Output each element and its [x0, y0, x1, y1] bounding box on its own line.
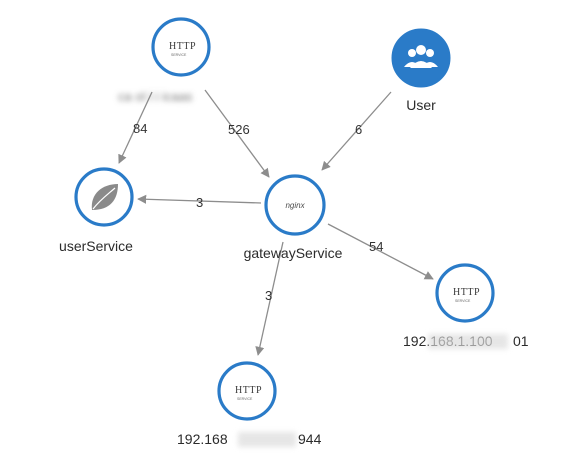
- users-group-icon: [404, 45, 438, 68]
- svg-text:SERVICE: SERVICE: [237, 397, 253, 401]
- svg-text:HTTP: HTTP: [169, 41, 196, 52]
- svg-text:HTTP: HTTP: [235, 385, 262, 396]
- nginx-logo-icon: nginx: [285, 201, 305, 210]
- node-bottom-http-service[interactable]: HTTP SERVICE 192.168 944: [177, 361, 322, 447]
- node-gateway-service[interactable]: nginx gatewayService: [244, 174, 343, 261]
- edge-user-to-gateway[interactable]: 6: [321, 91, 392, 171]
- node-right-http-service[interactable]: HTTP SERVICE 192.168.1.100 01: [403, 263, 529, 349]
- redaction-blur: [428, 334, 508, 349]
- node-label-user: User: [406, 97, 436, 113]
- edge-gateway-to-right[interactable]: 54: [327, 223, 434, 280]
- http-service-icon: HTTP SERVICE: [169, 41, 196, 57]
- node-label-right-ip-tail: 01: [513, 333, 529, 349]
- svg-text:HTTP: HTTP: [453, 287, 480, 298]
- node-label-bottom-ip-tail: 944: [298, 431, 322, 447]
- http-service-icon: HTTP SERVICE: [453, 287, 480, 303]
- edge-label-3-left: 3: [196, 195, 203, 210]
- node-label-userservice: userService: [59, 238, 133, 254]
- edge-label-54: 54: [369, 239, 383, 254]
- node-label-gatewayservice: gatewayService: [244, 245, 343, 261]
- edge-label-84: 84: [133, 121, 147, 136]
- node-user[interactable]: User: [391, 28, 451, 113]
- edge-gateway-to-userservice[interactable]: 3: [137, 194, 262, 210]
- edge-label-526: 526: [228, 122, 250, 137]
- svg-text:SERVICE: SERVICE: [171, 53, 187, 57]
- node-top-http-service[interactable]: HTTP SERVICE ca ol i i icaas: [118, 17, 211, 104]
- svg-text:SERVICE: SERVICE: [455, 299, 471, 303]
- leaf-icon: [91, 184, 118, 210]
- edge-top-to-userservice[interactable]: 84: [118, 91, 153, 164]
- node-label-bottom-ip: 192.168: [177, 431, 228, 447]
- edge-label-6: 6: [355, 122, 362, 137]
- http-service-icon: HTTP SERVICE: [235, 385, 262, 401]
- node-label-redacted: ca ol i i icaas: [118, 89, 193, 104]
- redaction-blur: [238, 432, 296, 447]
- edge-top-to-gateway[interactable]: 526: [204, 89, 270, 178]
- node-user-service[interactable]: userService: [59, 167, 134, 254]
- edge-gateway-to-bottom[interactable]: 3: [255, 241, 284, 356]
- edge-label-3-bottom: 3: [265, 288, 272, 303]
